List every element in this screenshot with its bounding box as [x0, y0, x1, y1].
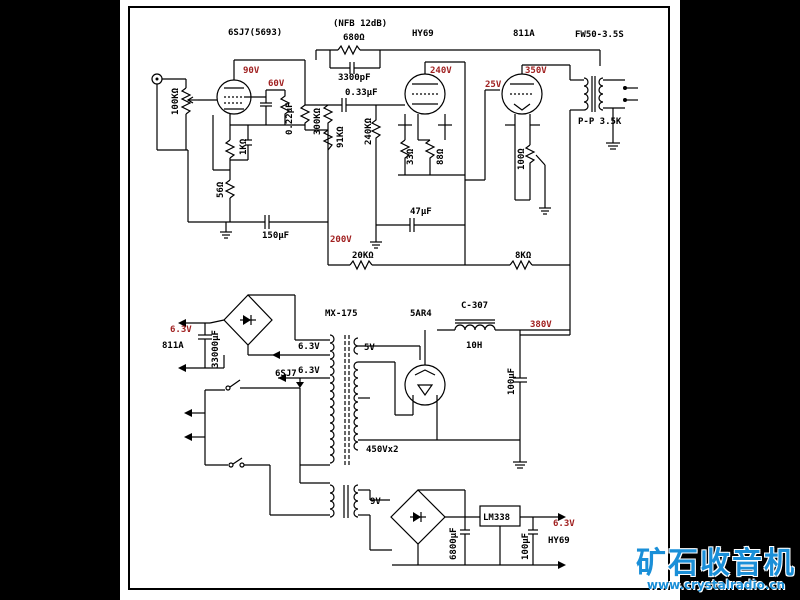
- volt-240v: 240V: [430, 66, 452, 76]
- site-logo: 矿石收音机 www.crystalradio.cn: [632, 538, 800, 600]
- label-nfb: (NFB 12dB): [333, 19, 387, 29]
- volume-pot: [180, 79, 198, 150]
- output-transformer: [570, 76, 638, 150]
- volt-60v: 60V: [268, 79, 285, 89]
- volt-90v: 90V: [243, 66, 260, 76]
- label-c033: 0.33μF: [345, 88, 378, 98]
- label-5ar4: 5AR4: [410, 309, 432, 319]
- volt-63b: 6.3V: [298, 366, 320, 376]
- label-c150: 150μF: [262, 231, 289, 241]
- label-811a: 811A: [513, 29, 535, 39]
- volt-200v: 200V: [330, 235, 352, 245]
- label-c100: 100μF: [507, 368, 517, 395]
- volt-63a: 6.3V: [298, 342, 320, 352]
- input-jack: [151, 73, 188, 151]
- bridge-rectifier-811a: [223, 294, 273, 346]
- label-r20k: 20KΩ: [352, 251, 374, 261]
- volt-450v: 450Vx2: [366, 445, 399, 455]
- volt-5v: 5V: [364, 343, 375, 353]
- label-r91k: 91KΩ: [336, 126, 346, 148]
- volt-380v: 380V: [530, 320, 552, 330]
- label-r33: 33Ω: [406, 148, 416, 165]
- label-hy69: HY69: [412, 29, 434, 39]
- label-r1k: 1KΩ: [239, 138, 249, 155]
- label-r56: 56Ω: [216, 181, 226, 198]
- label-mx175: MX-175: [325, 309, 358, 319]
- label-r240k: 240KΩ: [364, 117, 374, 145]
- label-c3300: 3300pF: [338, 73, 371, 83]
- label-r300k: 300KΩ: [313, 107, 323, 135]
- label-r680: 680Ω: [343, 33, 365, 43]
- volt-63-811a: 6.3V: [170, 325, 192, 335]
- label-c6800: 6800μF: [449, 527, 459, 560]
- bridge-rectifier-hy69: [390, 489, 446, 545]
- label-fw50: FW50-3.5S: [575, 30, 624, 40]
- label-c100b: 100μF: [521, 533, 531, 560]
- volt-350v: 350V: [525, 66, 547, 76]
- label-heater-811a: 811A: [162, 341, 184, 351]
- label-pp: P-P 3.5K: [578, 117, 622, 127]
- logo-url-text: www.crystalradio.cn: [646, 578, 786, 592]
- tube-5ar4: [404, 364, 446, 420]
- label-10h: 10H: [466, 341, 482, 351]
- label-lm338: LM338: [483, 513, 510, 523]
- volt-63-hy69: 6.3V: [553, 519, 575, 529]
- label-heater-6sj7: 6SJ7: [275, 369, 297, 379]
- schematic-border: [128, 6, 670, 590]
- label-6sj7: 6SJ7(5693): [228, 28, 282, 38]
- label-c47: 47μF: [410, 207, 432, 217]
- label-r8k: 8KΩ: [515, 251, 532, 261]
- label-c33000: 33000μF: [211, 330, 221, 368]
- volt-25v: 25V: [485, 80, 502, 90]
- label-r100k: 100KΩ: [171, 87, 181, 115]
- tube-811a: [501, 73, 543, 115]
- logo-chinese-text: 矿石收音机: [636, 546, 796, 581]
- label-r100: 100Ω: [517, 148, 527, 170]
- label-heater-hy69: HY69: [548, 536, 570, 546]
- label-r88: 88Ω: [436, 148, 446, 165]
- volt-9v: 9V: [370, 497, 381, 507]
- label-c307: C-307: [461, 301, 488, 311]
- heater-transformer: [329, 484, 359, 518]
- choke-c307: [454, 319, 496, 331]
- label-c022: 0.22μF: [285, 102, 295, 135]
- power-transformer: [329, 334, 359, 465]
- tube-hy69: [404, 73, 446, 115]
